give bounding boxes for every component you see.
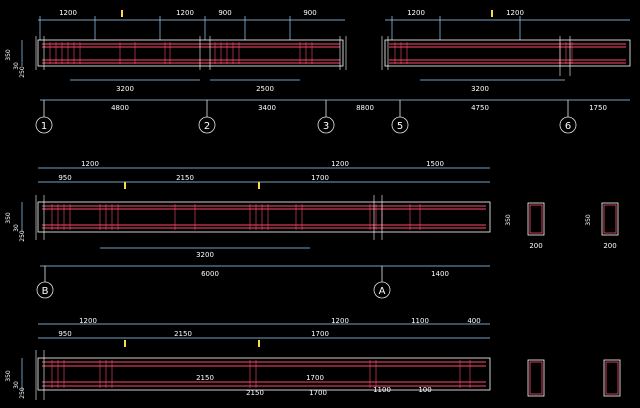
dim-label: 3200 [116,85,134,93]
beam-3: 1200 950 2150 1200 1700 1100 400 350 30 … [5,317,491,400]
axis-label: 6 [565,121,571,132]
dim-label: 1200 [331,160,349,168]
dim-label: 3200 [196,251,214,259]
axis-label: 5 [397,121,403,132]
dim-label: 1200 [331,317,349,325]
dim-label: 30 [13,62,20,70]
dim-label: 1500 [426,160,444,168]
dim-label: 1700 [306,374,324,382]
dim-label: 2150 [246,389,264,397]
dim-label: 30 [13,381,20,389]
dim-label: 2150 [174,330,192,338]
dim-label: 2150 [176,174,194,182]
beam-1: 1200 1200 900 900 1200 1200 [5,9,631,134]
axis-label: A [379,286,386,297]
axis-label: 3 [323,121,329,132]
dim-label: 900 [218,9,231,17]
dim-label: 1700 [311,174,329,182]
dim-label: 1200 [506,9,524,17]
rebar-tags [121,10,493,347]
dim-label: 350 [5,49,12,61]
dim-label: 1200 [81,160,99,168]
dim-label: 250 [19,230,26,242]
dim-label: 2500 [256,85,274,93]
dim-label: 3400 [258,104,276,112]
dim-label: 350 [585,214,592,226]
dim-label: 1200 [176,9,194,17]
dim-label: 350 [5,370,12,382]
dim-label: 950 [58,330,71,338]
axis-label: 2 [204,121,210,132]
dim-label: 1200 [407,9,425,17]
axis-label: B [42,286,49,297]
dim-label: 250 [19,387,26,399]
dim-label: 2150 [196,374,214,382]
dim-label: 1200 [79,317,97,325]
dim-label: 400 [467,317,480,325]
dim-label: 1100 [411,317,429,325]
dim-label: 100 [418,386,431,394]
dim-label: 200 [529,242,542,250]
dim-label: 1100 [373,386,391,394]
dim-label: 250 [19,66,26,78]
axis-label: 1 [41,121,47,132]
dim-label: 1750 [589,104,607,112]
dim-label: 1200 [59,9,77,17]
dim-label: 3200 [471,85,489,93]
dim-label: 8800 [356,104,374,112]
dim-label: 950 [58,174,71,182]
dim-label: 1400 [431,270,449,278]
beam-2: 1200 950 2150 1200 1700 1500 350 30 [5,160,491,299]
dim-label: 1700 [311,330,329,338]
section-details: 350 200 350 200 [505,202,621,397]
dim-label: 900 [303,9,316,17]
dim-label: 1700 [309,389,327,397]
dim-label: 350 [5,212,12,224]
dim-label: 30 [13,224,20,232]
dim-label: 350 [505,214,512,226]
dim-label: 4800 [111,104,129,112]
dim-label: 6000 [201,270,219,278]
dim-label: 4750 [471,104,489,112]
dim-label: 200 [603,242,616,250]
